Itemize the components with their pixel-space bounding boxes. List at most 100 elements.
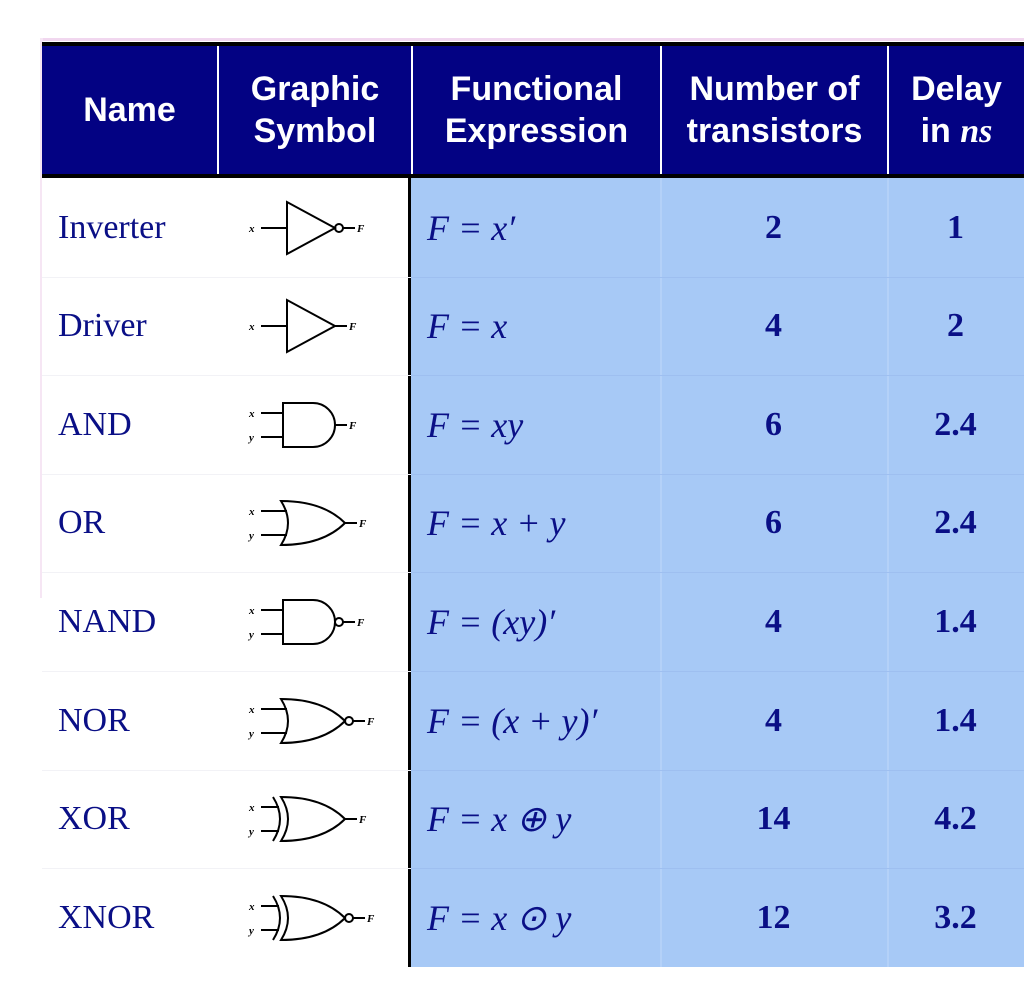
transistor-count: 6 (765, 405, 782, 443)
pin-label: F (358, 518, 367, 530)
header-delay: Delay in ns (887, 46, 1024, 174)
header-name: Name (42, 46, 217, 174)
pin-label: F (366, 913, 375, 925)
header-symbol: Graphic Symbol (217, 46, 411, 174)
transistor-count: 4 (765, 701, 782, 739)
transistor-count: 4 (765, 602, 782, 640)
pin-label: x (248, 901, 255, 913)
transistor-count: 6 (765, 504, 782, 542)
functional-expression: F = x ⊙ y (427, 897, 572, 938)
pin-label: F (358, 814, 367, 826)
header-expression-line2: Expression (444, 112, 629, 150)
row-divider (411, 473, 1024, 475)
header-symbol-line1: Graphic (250, 70, 380, 108)
row-divider (411, 375, 1024, 377)
gate-name: NAND (58, 602, 157, 640)
delay-value: 4.2 (934, 800, 977, 838)
nor-gate-symbol: xy F (247, 697, 375, 744)
delay-value: 2.4 (934, 405, 977, 443)
header-delay-in: in (920, 111, 961, 150)
pin-label: y (247, 629, 254, 641)
header-delay-unit: ns (960, 112, 993, 150)
table-header: Name Graphic Symbol Functional Expressio… (42, 42, 1024, 178)
transistor-count: 2 (765, 208, 782, 246)
header-symbol-line2: Symbol (253, 112, 377, 150)
row-divider (411, 276, 1024, 278)
row-divider (411, 572, 1024, 574)
functional-expression: F = x′ (427, 207, 516, 248)
pin-label: F (348, 420, 357, 432)
delay-value: 2.4 (934, 504, 977, 542)
header-transistors-line2: transistors (686, 112, 863, 150)
functional-expression: F = (xy)′ (427, 601, 556, 642)
pin-label: x (248, 605, 255, 617)
delay-value: 1 (947, 208, 964, 246)
gate-table: Name Graphic Symbol Functional Expressio… (42, 42, 1024, 967)
transistor-count: 4 (765, 307, 782, 345)
gate-name: XOR (58, 800, 130, 838)
header-delay-line2: in ns (911, 110, 1002, 153)
gate-name: NOR (58, 701, 130, 739)
functional-expression: F = x (427, 306, 508, 347)
pin-label: y (247, 728, 254, 740)
functional-expression: F = xy (427, 404, 524, 445)
pin-label: x (248, 704, 255, 716)
header-expression: Functional Expression (411, 46, 660, 174)
pin-label: F (348, 321, 357, 333)
pin-label: y (247, 530, 254, 542)
functional-expression: F = x ⊕ y (427, 799, 572, 840)
and-gate-symbol: xy F (247, 401, 357, 448)
pin-label: x (248, 802, 255, 814)
header-expression-line1: Functional (450, 70, 623, 108)
pin-label: F (366, 716, 375, 728)
header-name-label: Name (83, 91, 176, 129)
row-divider (411, 868, 1024, 870)
pin-label: x (248, 223, 255, 235)
row-divider (411, 769, 1024, 771)
pin-label: y (247, 432, 254, 444)
gate-name: AND (58, 405, 132, 443)
pin-label: y (247, 925, 254, 937)
transistor-count: 14 (756, 800, 791, 838)
delay-value: 1.4 (934, 602, 977, 640)
pin-label: x (248, 408, 255, 420)
gate-name: OR (58, 504, 106, 542)
functional-expression: F = x + y (427, 503, 566, 544)
pin-label: x (248, 321, 255, 333)
pin-label: y (247, 826, 254, 838)
nand-gate-symbol: xy F (247, 598, 365, 645)
pin-label: F (356, 223, 365, 235)
xnor-gate-symbol: xy F (247, 894, 375, 941)
gate-name: Driver (58, 307, 147, 345)
side-border-accent (40, 38, 43, 598)
gate-name: Inverter (58, 208, 166, 246)
row-divider (411, 671, 1024, 672)
xor-gate-symbol: xy F (247, 796, 367, 843)
functional-expression: F = (x + y)′ (427, 700, 598, 741)
transistor-count: 12 (756, 898, 791, 936)
or-gate-symbol: xy F (247, 500, 367, 547)
delay-value: 1.4 (934, 701, 977, 739)
header-transistors: Number of transistors (660, 46, 887, 174)
pin-label: x (248, 506, 255, 518)
pin-label: F (356, 617, 365, 629)
delay-value: 2 (947, 307, 964, 345)
header-delay-line1: Delay (911, 69, 1002, 108)
